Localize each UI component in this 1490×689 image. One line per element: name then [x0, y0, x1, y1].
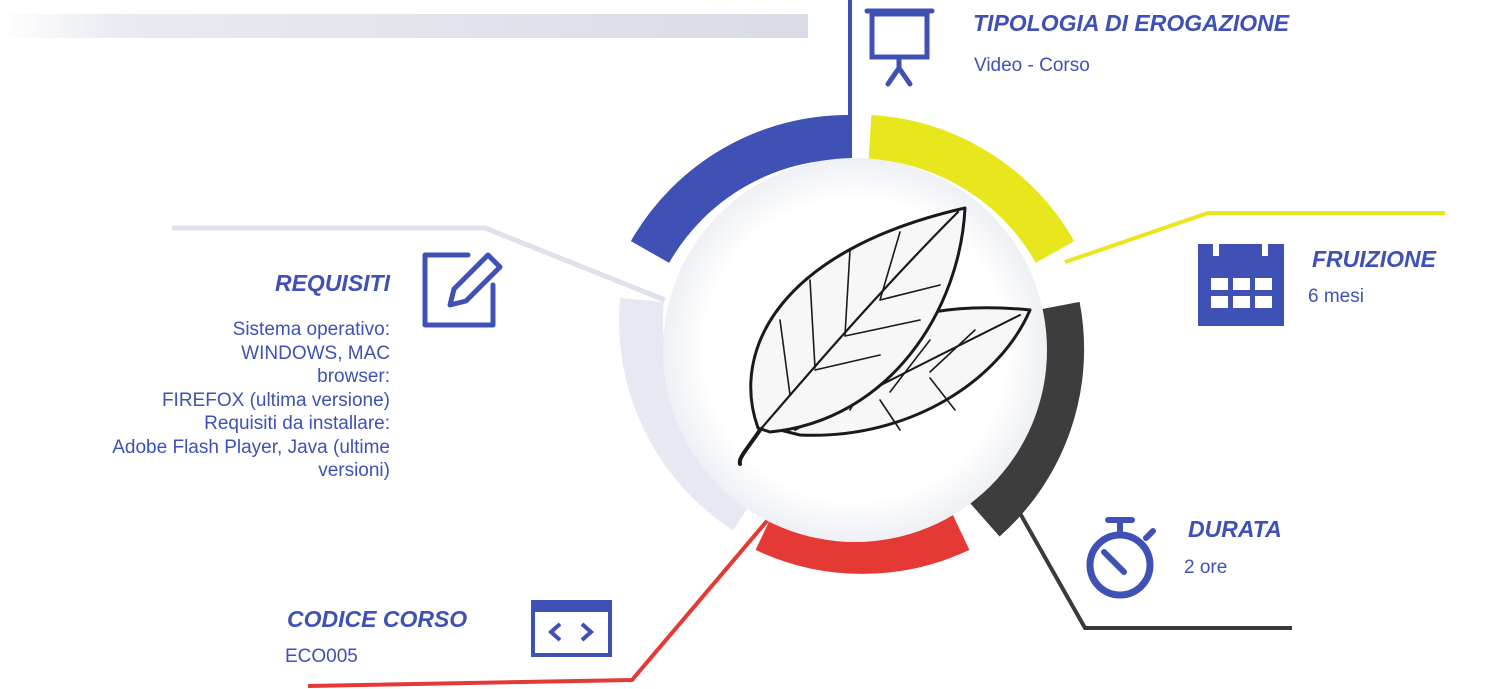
connector-fruizione — [1064, 211, 1445, 264]
codice-title: CODICE CORSO — [287, 606, 468, 632]
requisiti-line: WINDOWS, MAC — [241, 342, 390, 364]
fruizione-text: 6 mesi — [1308, 286, 1364, 307]
ring-segment-blue — [630, 114, 851, 264]
codice-text: ECO005 — [285, 646, 358, 667]
requisiti-line: FIREFOX (ultima versione) — [161, 389, 390, 411]
requisiti-line: versioni) — [318, 460, 390, 481]
requisiti-line: Requisiti da installare: — [204, 413, 390, 434]
code-window-icon — [531, 600, 612, 657]
stopwatch-icon — [1086, 517, 1156, 599]
durata-text: 2 ore — [1184, 557, 1228, 578]
requisiti-title: REQUISITI — [274, 270, 390, 296]
connector-codice — [307, 513, 774, 688]
top-banner-bar — [0, 14, 808, 38]
ring-segment-light — [619, 298, 758, 531]
ring-segment-dark — [970, 301, 1085, 537]
tipologia-title: TIPOLOGIA DI EROGAZIONE — [973, 10, 1290, 36]
presentation-board-icon — [864, 8, 935, 87]
connector-durata — [998, 477, 1292, 630]
connector-requisiti — [172, 225, 666, 303]
calendar-icon — [1198, 238, 1284, 326]
tipologia-text: Video - Corso — [974, 55, 1090, 76]
requisiti-line: Adobe Flash Player, Java (ultime — [112, 436, 390, 458]
requisiti-line: browser: — [317, 366, 390, 387]
edit-pencil-icon — [422, 252, 503, 328]
ring-segment-yellow — [868, 115, 1075, 264]
ring-segment-red — [755, 509, 970, 574]
fruizione-title: FRUIZIONE — [1312, 246, 1436, 272]
requisiti-text: Sistema operativo: WINDOWS, MAC browser:… — [0, 318, 390, 483]
requisiti-line: Sistema operativo: — [232, 319, 390, 340]
durata-title: DURATA — [1188, 516, 1282, 542]
leaves-illustration-icon — [737, 206, 1032, 466]
